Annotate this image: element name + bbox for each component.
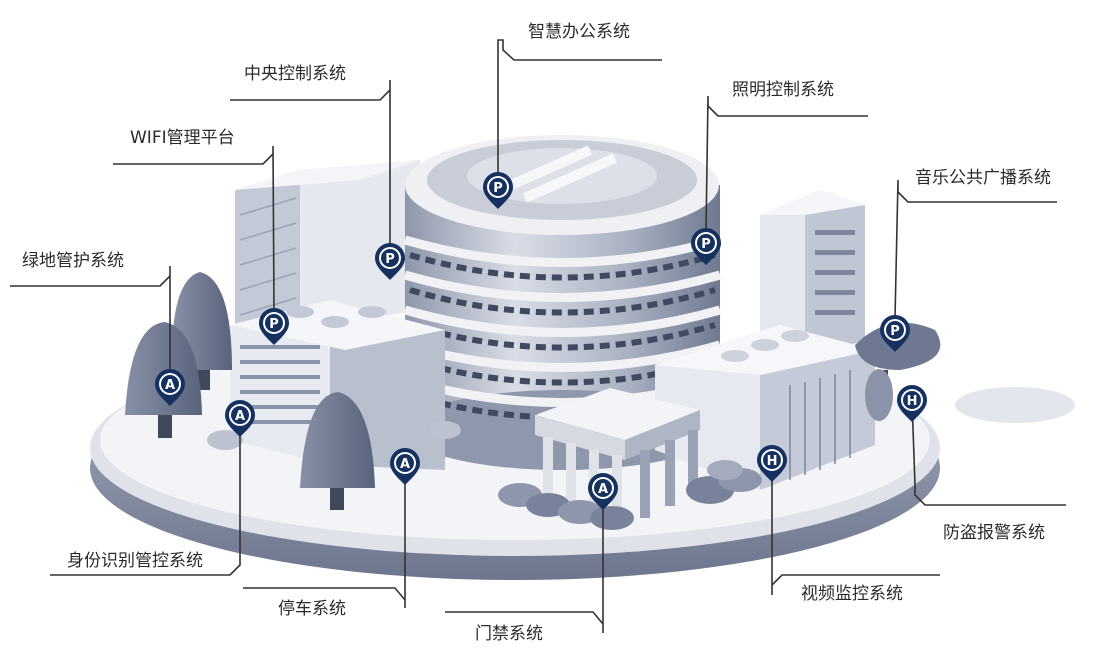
right-front-building [655, 325, 875, 490]
leader-music-broadcast [894, 179, 1057, 319]
pin-greenland[interactable]: A [155, 369, 185, 406]
label-video-monitor: 视频监控系统 [801, 584, 903, 604]
label-wifi-platform: WIFI管理平台 [130, 128, 235, 148]
pin-letter: P [493, 181, 503, 196]
pin-letter: H [907, 394, 918, 409]
leader-lighting-control [705, 95, 868, 233]
pin-wifi-platform[interactable]: P [259, 308, 289, 345]
label-alarm: 防盗报警系统 [943, 523, 1045, 543]
leader-central-control [230, 80, 391, 245]
pin-video-monitor[interactable]: H [757, 445, 787, 482]
pin-letter: A [165, 378, 175, 393]
pin-music-broadcast[interactable]: P [880, 315, 910, 352]
label-greenland: 绿地管护系统 [22, 251, 124, 271]
pin-letter: P [269, 317, 279, 332]
label-central-control: 中央控制系统 [244, 64, 346, 84]
pin-parking[interactable]: A [390, 448, 420, 485]
leader-lines [10, 39, 1066, 633]
label-access-control: 门禁系统 [475, 624, 543, 644]
pin-lighting-control[interactable]: P [691, 228, 721, 265]
leader-identity [50, 420, 241, 576]
leader-wifi-platform [113, 145, 275, 313]
label-music-broadcast: 音乐公共广播系统 [915, 168, 1051, 188]
leader-smart-office [497, 39, 662, 185]
back-right-building [760, 190, 865, 360]
map-pins: P P P P P A A [155, 172, 927, 510]
pin-letter: A [400, 457, 410, 472]
pin-letter: A [598, 482, 608, 497]
pin-letter: H [767, 454, 778, 469]
pin-letter: A [235, 409, 245, 424]
shrubs [207, 421, 762, 530]
trees [125, 272, 941, 510]
label-lighting-control: 照明控制系统 [732, 80, 834, 100]
label-smart-office: 智慧办公系统 [528, 22, 630, 42]
pin-letter: P [385, 252, 395, 267]
pin-access-control[interactable]: A [588, 473, 618, 510]
leader-access [445, 488, 604, 633]
pin-identity[interactable]: A [225, 400, 255, 437]
leader-video [771, 462, 940, 595]
label-identity: 身份识别管控系统 [67, 551, 203, 571]
leader-greenland [10, 266, 171, 372]
pin-smart-office[interactable]: P [483, 172, 513, 209]
pin-central-control[interactable]: P [375, 243, 405, 280]
label-parking: 停车系统 [278, 599, 346, 619]
leader-parking [243, 463, 406, 608]
pin-alarm[interactable]: H [897, 385, 927, 422]
pin-letter: P [701, 237, 711, 252]
leader-alarm [911, 399, 1066, 506]
pin-letter: P [890, 324, 900, 339]
